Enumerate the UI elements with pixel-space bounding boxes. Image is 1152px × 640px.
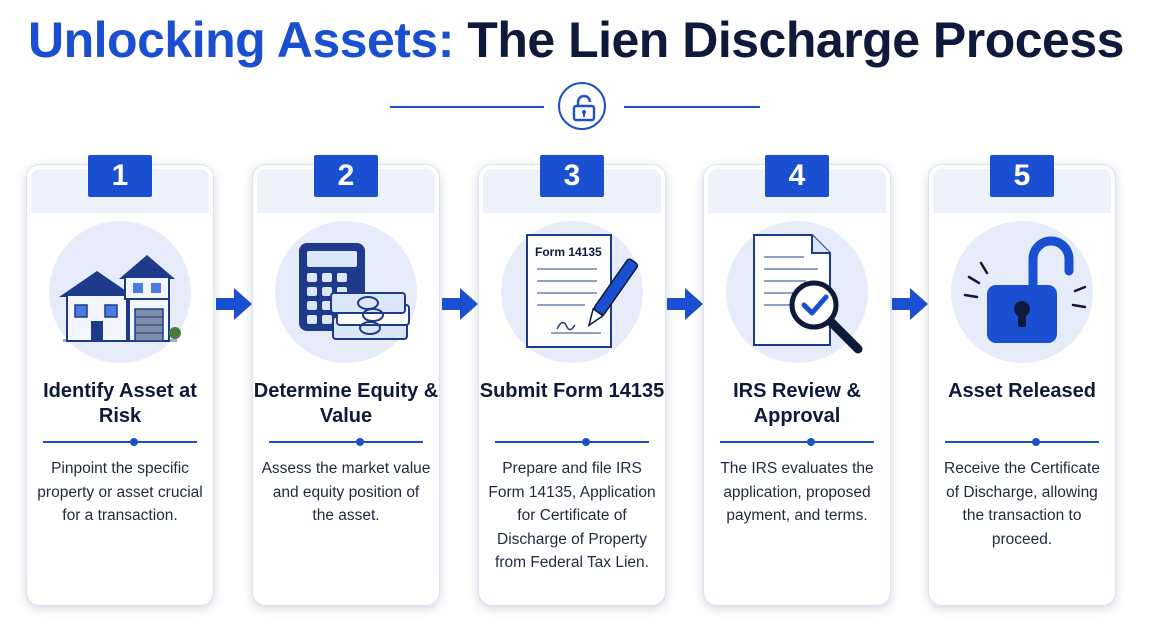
page-title: Unlocking Assets: The Lien Discharge Pro… <box>0 10 1152 70</box>
step-heading: Identify Asset at Risk <box>43 380 197 427</box>
open-padlock-icon <box>951 221 1093 363</box>
step-number: 4 <box>765 155 829 197</box>
arrow-right-icon <box>892 288 928 320</box>
step-number: 5 <box>990 155 1054 197</box>
step-card-1: 1 Identify Asset at Risk Pinpoint the sp… <box>26 155 214 606</box>
unlock-icon <box>558 82 606 130</box>
step-description: Receive the Certificate of Discharge, al… <box>944 460 1100 548</box>
step-description: Pinpoint the specific property or asset … <box>37 460 203 524</box>
arrow-right-icon <box>216 288 252 320</box>
title-part-2: The Lien Discharge Process <box>467 12 1124 68</box>
step-heading: Determine Equity & Value <box>253 380 439 427</box>
step-description: The IRS evaluates the application, propo… <box>720 460 874 524</box>
form-pen-icon: Form 14135 <box>501 221 643 363</box>
step-heading: Submit Form 14135 <box>479 380 665 402</box>
step-divider <box>945 438 1099 446</box>
form-label: Form 14135 <box>535 245 602 259</box>
step-number: 2 <box>314 155 378 197</box>
step-card-2: 2 Determine Equity & Value Assess the ma… <box>252 155 440 606</box>
step-number: 1 <box>88 155 152 197</box>
step-number: 3 <box>540 155 604 197</box>
step-card-5: 5 Asset Released Receive the Certificate… <box>928 155 1116 606</box>
arrow-right-icon <box>442 288 478 320</box>
title-rule-right <box>624 106 760 108</box>
step-card-4: 4 IRS Review & Approval The IRS evaluate… <box>703 155 891 606</box>
house-icon <box>49 221 191 363</box>
arrow-right-icon <box>667 288 703 320</box>
step-card-3: 3 Form 14135 Submit Form 14135 Prepare a… <box>478 155 666 606</box>
step-heading: Asset Released <box>948 380 1096 402</box>
title-rule-left <box>390 106 544 108</box>
document-magnifier-icon <box>726 221 868 363</box>
step-divider <box>720 438 874 446</box>
step-description: Prepare and file IRS Form 14135, Applica… <box>488 460 656 571</box>
step-heading: IRS Review & Approval <box>733 380 861 427</box>
step-divider <box>495 438 649 446</box>
step-divider <box>269 438 423 446</box>
step-description: Assess the market value and equity posit… <box>261 460 431 524</box>
title-part-1: Unlocking Assets: <box>28 12 454 68</box>
step-divider <box>43 438 197 446</box>
calculator-cash-icon <box>275 221 417 363</box>
